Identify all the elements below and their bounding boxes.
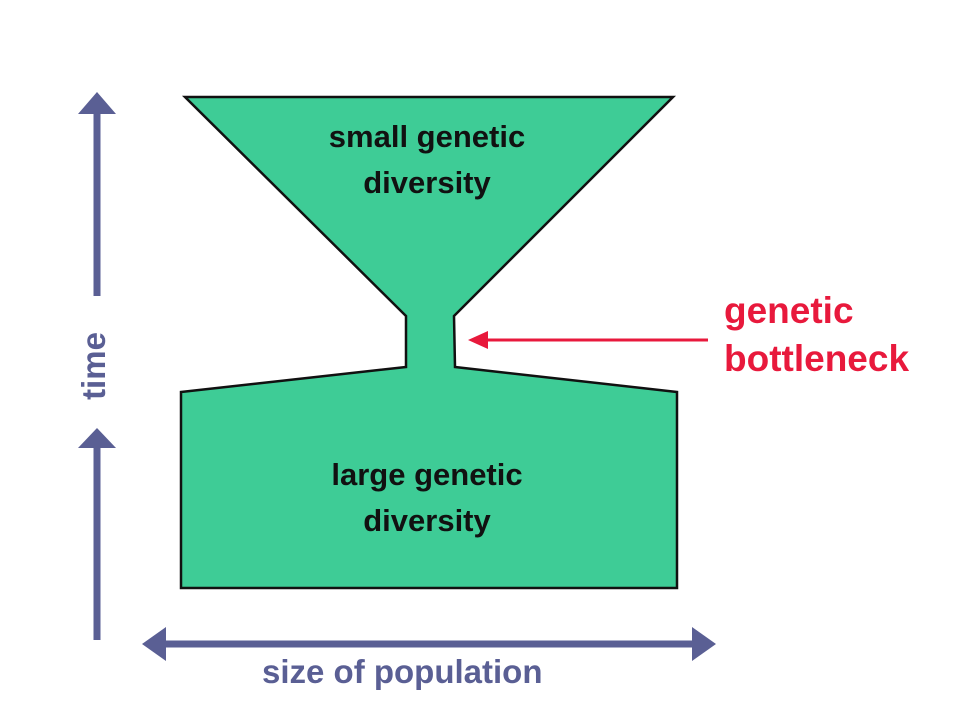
small-diversity-label-line2: diversity [363,165,491,200]
time-axis-upper [78,92,116,296]
small-diversity-label: small genetic diversity [267,114,587,206]
population-axis-right-arrowhead [692,627,716,661]
population-axis-label: size of population [262,653,543,690]
time-axis-label: time [75,332,112,400]
time-axis-lower-arrowhead [78,428,116,448]
population-shape [179,95,679,590]
bottleneck-pointer-arrowhead [468,331,488,349]
genetic-bottleneck-label-line1: genetic [724,290,854,331]
small-diversity-label-line1: small genetic [328,119,526,154]
population-axis-left-arrowhead [142,627,166,661]
large-diversity-label-line1: large genetic [331,457,523,492]
bottleneck-pointer-arrow [468,331,708,349]
large-diversity-label: large genetic diversity [267,452,587,544]
time-axis-lower [78,428,116,640]
genetic-bottleneck-label: genetic bottleneck [724,287,909,383]
time-axis-upper-arrowhead [78,92,116,114]
genetic-bottleneck-label-line2: bottleneck [724,338,910,379]
population-axis [142,627,716,661]
large-diversity-label-line2: diversity [363,503,491,538]
